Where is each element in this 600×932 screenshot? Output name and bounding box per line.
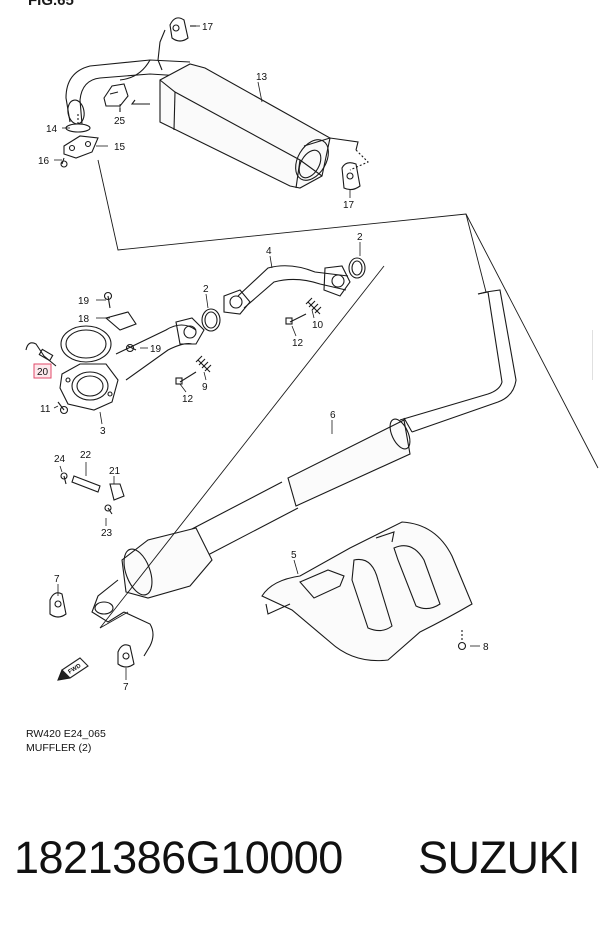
figure-name: MUFFLER (2) bbox=[26, 742, 92, 754]
callout-2-right: 2 bbox=[357, 232, 363, 243]
callout-10: 10 bbox=[312, 320, 324, 331]
callout-7-upper: 7 bbox=[54, 574, 60, 585]
figure-reference-code: RW420 E24_065 bbox=[26, 728, 106, 740]
callout-19-right: 19 bbox=[150, 344, 162, 355]
callout-5: 5 bbox=[291, 550, 297, 561]
callout-2-left: 2 bbox=[203, 284, 209, 295]
callout-20-highlighted: 20 bbox=[37, 367, 49, 378]
callout-25: 25 bbox=[114, 116, 126, 127]
oxygen-sensor-20 bbox=[25, 342, 57, 367]
callout-18: 18 bbox=[78, 314, 90, 325]
bracket-25 bbox=[103, 83, 129, 112]
part-number: 1821386G10000 bbox=[14, 832, 343, 883]
fwd-arrow-icon bbox=[57, 657, 89, 681]
hanger-17-lower bbox=[341, 149, 369, 191]
callout-4: 4 bbox=[266, 246, 272, 257]
callout-19-top: 19 bbox=[78, 296, 90, 307]
front-pipe-4 bbox=[223, 265, 351, 315]
callout-15: 15 bbox=[114, 142, 126, 153]
callout-17-lower: 17 bbox=[343, 200, 355, 211]
tail-pipe-muffler-13 bbox=[65, 59, 359, 189]
edge-mark bbox=[592, 330, 600, 380]
hanger-7-upper bbox=[49, 592, 67, 618]
product-info-band bbox=[0, 775, 600, 932]
hanger-7-lower bbox=[117, 644, 135, 668]
callout-8: 8 bbox=[483, 642, 489, 653]
callout-22: 22 bbox=[80, 450, 92, 461]
callout-13: 13 bbox=[256, 72, 268, 83]
clip-21 bbox=[109, 483, 125, 501]
callout-14: 14 bbox=[46, 124, 58, 135]
highlight-box bbox=[33, 363, 52, 379]
center-pipe-6 bbox=[91, 289, 517, 657]
spring-bolt-9-12 bbox=[175, 355, 212, 385]
hanger-17-top bbox=[157, 17, 196, 71]
callout-12-upper: 12 bbox=[292, 338, 304, 349]
callout-16: 16 bbox=[38, 156, 50, 167]
callout-24: 24 bbox=[54, 454, 66, 465]
callout-21: 21 bbox=[109, 466, 121, 477]
flange-15 bbox=[60, 135, 99, 168]
callout-17-top: 17 bbox=[202, 22, 214, 33]
callout-6: 6 bbox=[330, 410, 336, 421]
callout-23: 23 bbox=[101, 528, 113, 539]
heat-shield-5 bbox=[261, 521, 473, 662]
brand-name: SUZUKI bbox=[418, 832, 581, 883]
callout-11: 11 bbox=[40, 404, 51, 415]
manifold-pipe-3 bbox=[59, 311, 205, 411]
spring-bolt-10-12 bbox=[285, 297, 322, 325]
figure-title: FIG.65 bbox=[28, 0, 74, 9]
callout-3: 3 bbox=[100, 426, 106, 437]
exploded-parts-diagram: FIG.65 bbox=[25, 0, 600, 754]
bracket-22 bbox=[71, 475, 101, 493]
callout-7-lower: 7 bbox=[123, 682, 129, 693]
callout-12-lower: 12 bbox=[182, 394, 194, 405]
diagram-drawing: 17 13 25 14 15 16 17 4 2 2 19 18 19 10 1… bbox=[25, 17, 599, 693]
callout-9: 9 bbox=[202, 382, 208, 393]
